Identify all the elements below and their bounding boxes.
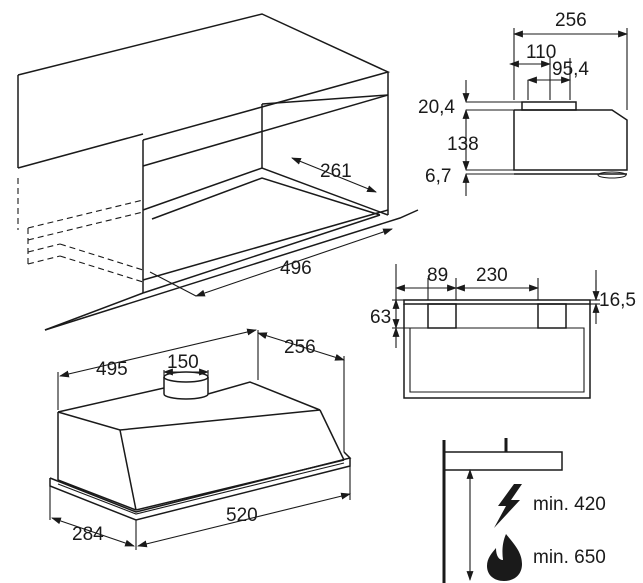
dim-front-h-left: 63 (370, 307, 391, 328)
dim-front-h-right: 16,5 (599, 290, 636, 311)
dim-hood-side: 256 (284, 337, 316, 358)
side-view (462, 28, 628, 196)
dim-side-vent: 95,4 (552, 59, 589, 80)
dim-hood-width: 520 (226, 505, 258, 526)
dim-front-w1: 89 (427, 265, 448, 286)
min-electric-label: min. 420 (533, 494, 606, 515)
dim-side-h3: 6,7 (425, 166, 451, 187)
dim-side-h2: 138 (447, 134, 479, 155)
cabinet-view (17, 13, 419, 331)
flame-icon (487, 534, 522, 581)
dim-side-width: 256 (555, 10, 587, 31)
dim-front-w2: 230 (476, 265, 508, 286)
clearance-view (442, 438, 563, 583)
dim-cabinet-depth-line (291, 157, 377, 193)
dim-side-offset: 110 (526, 42, 556, 63)
dim-cabinet-width: 496 (280, 258, 312, 279)
dim-hood-front-depth: 284 (72, 524, 104, 545)
min-gas-label: min. 650 (533, 547, 606, 568)
dim-cabinet-width-line (195, 228, 393, 297)
front-view (392, 264, 600, 399)
lightning-icon (494, 484, 522, 528)
dim-side-h1: 20,4 (418, 97, 455, 118)
dim-cabinet-depth: 261 (320, 161, 352, 182)
dim-hood-depth: 495 (96, 359, 128, 380)
hood-view (49, 328, 352, 550)
dim-hood-outlet: 150 (167, 352, 199, 373)
